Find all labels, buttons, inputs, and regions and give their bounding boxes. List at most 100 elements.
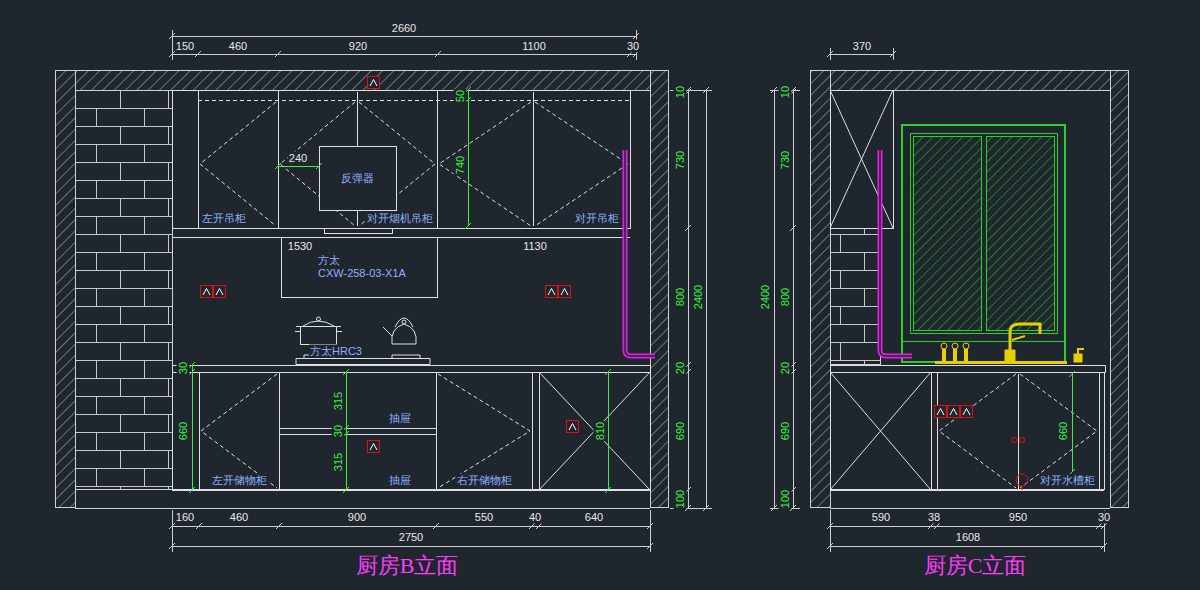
dimension-number: 800 bbox=[779, 287, 792, 307]
wall-cabinet: 左开吊柜 bbox=[198, 90, 278, 228]
cabinet-label: 对开吊柜 bbox=[574, 212, 620, 225]
dimension-number-holder: 370 bbox=[852, 40, 872, 53]
dimension-number-holder: 590 bbox=[871, 511, 891, 524]
cabinet-label: 反弹器 bbox=[340, 172, 375, 185]
dimension-number-holder: 100 bbox=[674, 489, 687, 509]
dimension-number: 315 bbox=[332, 452, 345, 472]
faucet-illustration bbox=[1012, 336, 1025, 340]
dimension-number-holder: 10 bbox=[779, 85, 792, 99]
socket-symbol bbox=[368, 77, 380, 89]
dimension-number-holder: 740 bbox=[454, 155, 467, 175]
base-cabinet-outline bbox=[172, 366, 651, 491]
dimension-number-holder: 460 bbox=[228, 40, 248, 53]
gas-pipe bbox=[625, 150, 912, 356]
dimension-number: 150 bbox=[175, 40, 195, 53]
dimension-number-holder: 1608 bbox=[955, 531, 981, 544]
inner-dimension-line bbox=[189, 87, 1075, 493]
dimension-number-holder: 315 bbox=[332, 452, 345, 472]
wall-section bbox=[76, 71, 651, 91]
wall-cabinet-outline bbox=[172, 90, 631, 298]
stove-illustration bbox=[295, 321, 342, 332]
sink-cabinet-outline bbox=[830, 90, 1106, 491]
dimension-number: 30 bbox=[332, 424, 345, 438]
dimension-number: 20 bbox=[779, 361, 792, 375]
drawing-title-holder: 厨房B立面 bbox=[355, 554, 460, 578]
wall-section bbox=[56, 71, 76, 508]
dimension-number: 460 bbox=[229, 511, 249, 524]
dimension-number-holder: 460 bbox=[229, 511, 249, 524]
base-cabinet: 右开储物柜 bbox=[436, 372, 532, 490]
stove-illustration bbox=[383, 318, 413, 336]
stove-illustration bbox=[296, 359, 430, 365]
gas-pipe bbox=[625, 150, 912, 356]
dimension-line bbox=[169, 30, 1107, 552]
wall-section bbox=[811, 71, 831, 508]
wall-cabinet-outline bbox=[198, 100, 630, 101]
dimension-line bbox=[169, 33, 1107, 549]
dimension-number-holder: 810 bbox=[594, 421, 607, 441]
dimension-number-holder: 2750 bbox=[398, 531, 424, 544]
dimension-number: 640 bbox=[584, 511, 604, 524]
dimension-number-holder: 640 bbox=[584, 511, 604, 524]
dimension-number-holder: 900 bbox=[347, 511, 367, 524]
dimension-number: 20 bbox=[674, 361, 687, 375]
dimension-number-holder: 30 bbox=[177, 361, 190, 375]
wall-cabinet-outline bbox=[282, 238, 438, 298]
dimension-number: 730 bbox=[674, 150, 687, 170]
dimension-number-holder: 1130 bbox=[522, 240, 548, 253]
dimension-number-holder: 800 bbox=[674, 287, 687, 307]
dimension-line bbox=[172, 37, 1104, 547]
dimension-number: 2400 bbox=[692, 284, 705, 310]
dimension-number: 800 bbox=[674, 287, 687, 307]
faucet-illustration bbox=[935, 324, 1084, 364]
faucet-illustration bbox=[941, 343, 947, 349]
drawer: 抽屉 bbox=[279, 372, 436, 428]
dimension-number: 1530 bbox=[287, 240, 313, 253]
faucet-illustration bbox=[1074, 354, 1082, 362]
base-cabinet-outline bbox=[539, 372, 650, 490]
dimension-number: 950 bbox=[1008, 511, 1028, 524]
wall-section bbox=[76, 91, 173, 490]
drain-fittings bbox=[1012, 438, 1029, 491]
gas-pipe bbox=[625, 150, 912, 356]
dimension-line bbox=[173, 30, 1105, 552]
window bbox=[902, 125, 1065, 362]
dimension-number: 100 bbox=[779, 489, 792, 509]
wall-cabinet-outline bbox=[320, 147, 397, 211]
drawing-title: 厨房C立面 bbox=[923, 554, 1028, 578]
dimension-number-holder: 690 bbox=[674, 421, 687, 441]
wall-section bbox=[831, 71, 1111, 91]
cabinet-label: 对开烟机吊柜 bbox=[366, 212, 434, 225]
dimension-number-holder: 950 bbox=[1008, 511, 1028, 524]
dimension-number: 10 bbox=[674, 85, 687, 99]
base-cabinet-outline bbox=[173, 373, 651, 490]
stove-illustration bbox=[317, 317, 321, 321]
dimension-number: 590 bbox=[871, 511, 891, 524]
dimension-number: 730 bbox=[779, 150, 792, 170]
socket-symbol bbox=[201, 77, 973, 453]
dimension-number: 30 bbox=[626, 40, 640, 53]
dimension-number-holder: 150 bbox=[175, 40, 195, 53]
stove-illustration bbox=[301, 327, 337, 345]
wall-cabinet-outline bbox=[172, 237, 630, 238]
drain-fittings bbox=[1012, 438, 1017, 443]
cabinet-label: 右开储物柜 bbox=[456, 474, 513, 487]
sink-cabinet-outline bbox=[830, 372, 1104, 491]
wall-cabinet-outline bbox=[200, 102, 628, 226]
dimension-number-holder: 660 bbox=[177, 421, 190, 441]
faucet-illustration bbox=[944, 349, 966, 362]
socket-symbol bbox=[214, 286, 226, 298]
wall-cabinet-outline bbox=[325, 229, 393, 234]
inner-dimension-line bbox=[193, 90, 1073, 490]
dimension-number-holder: 30 bbox=[332, 424, 345, 438]
dimension-number-holder: 730 bbox=[779, 150, 792, 170]
window bbox=[911, 134, 1058, 334]
wall-section bbox=[1111, 71, 1129, 508]
dimension-number: 920 bbox=[348, 40, 368, 53]
dimension-number-holder: 2400 bbox=[759, 284, 772, 310]
faucet-illustration bbox=[1010, 324, 1040, 350]
cabinet-label: 左开吊柜 bbox=[201, 212, 247, 225]
socket-symbol bbox=[546, 286, 558, 298]
dimension-number: 30 bbox=[177, 361, 190, 375]
dimension-number: 1608 bbox=[955, 531, 981, 544]
